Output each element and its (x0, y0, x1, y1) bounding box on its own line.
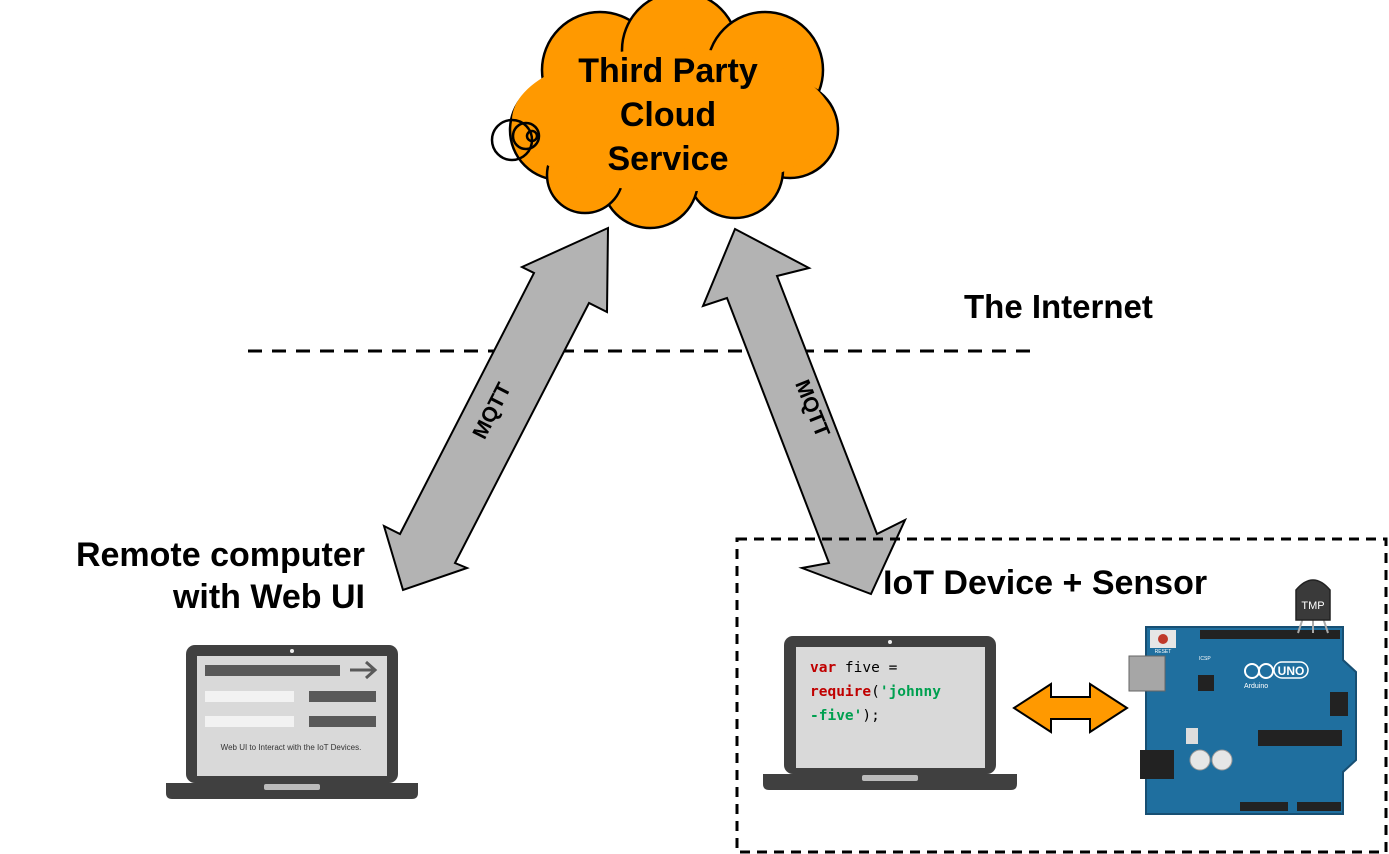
code-close: ); (862, 708, 879, 724)
code-string-end: -five' (810, 708, 862, 724)
cloud-title-line3: Service (608, 140, 729, 178)
arduino-logo-icon: UNO Arduino (1244, 661, 1309, 690)
capacitor-block (1186, 728, 1198, 744)
usb-chip (1198, 675, 1214, 691)
code-string-start: 'johnny (880, 684, 941, 700)
temperature-sensor-icon: TMP (1295, 579, 1331, 634)
ui-input-1 (205, 691, 294, 702)
usb-port (1128, 655, 1166, 692)
icsp-label: ICSP (1199, 656, 1211, 662)
analog-header (1297, 802, 1341, 811)
digital-header (1200, 630, 1340, 639)
reset-label: RESET (1155, 649, 1172, 655)
code-snippet: var five = require('johnny -five'); (810, 660, 941, 724)
iot-boundary-box (735, 537, 1388, 854)
cloud-title-line1: Third Party (578, 52, 758, 90)
board-maker-label: Arduino (1244, 683, 1268, 690)
ui-button-2 (309, 716, 376, 727)
svg-text:var five =: var five = (810, 660, 898, 676)
code-text: five = (836, 660, 897, 676)
remote-title-line2: with Web UI (172, 578, 365, 616)
cloud-tail-icon (490, 118, 541, 162)
arduino-uno-board-icon: RESET ICSP UNO Arduino (1128, 626, 1357, 815)
iot-device: IoT Device + Sensor var five = require('… (763, 564, 1357, 815)
code-keyword: var (810, 660, 836, 676)
internet-label: The Internet (964, 288, 1153, 325)
code-function: require (810, 684, 871, 700)
ui-address-bar (205, 665, 340, 676)
left-mqtt-arrow: MQTT (382, 226, 610, 592)
code-paren: ( (871, 684, 880, 700)
svg-text:require('johnny: require('johnny (810, 684, 941, 700)
board-model-label: UNO (1278, 664, 1305, 678)
icsp-header (1330, 692, 1348, 716)
cloud-service: Third Party Cloud Service (490, 0, 840, 230)
capacitor-2 (1211, 749, 1233, 771)
iot-title: IoT Device + Sensor (883, 564, 1207, 602)
capacitor-1 (1189, 749, 1211, 771)
power-jack (1140, 750, 1174, 779)
web-ui-mockup: Web UI to Interact with the IoT Devices. (205, 660, 378, 752)
ui-input-2 (205, 716, 294, 727)
power-header (1240, 802, 1288, 811)
ui-caption: Web UI to Interact with the IoT Devices. (221, 743, 362, 752)
serial-link-arrow (1012, 682, 1129, 734)
arrow-right-icon (350, 660, 378, 680)
iot-laptop-icon (763, 636, 1017, 790)
remote-computer: Remote computer with Web UI Web UI to In… (76, 536, 418, 799)
sensor-label: TMP (1301, 600, 1324, 612)
svg-text:-five');: -five'); (810, 708, 880, 724)
microcontroller-chip (1258, 730, 1342, 746)
cloud-title-line2: Cloud (620, 96, 716, 134)
ui-button-1 (309, 691, 376, 702)
remote-title-line1: Remote computer (76, 536, 365, 574)
